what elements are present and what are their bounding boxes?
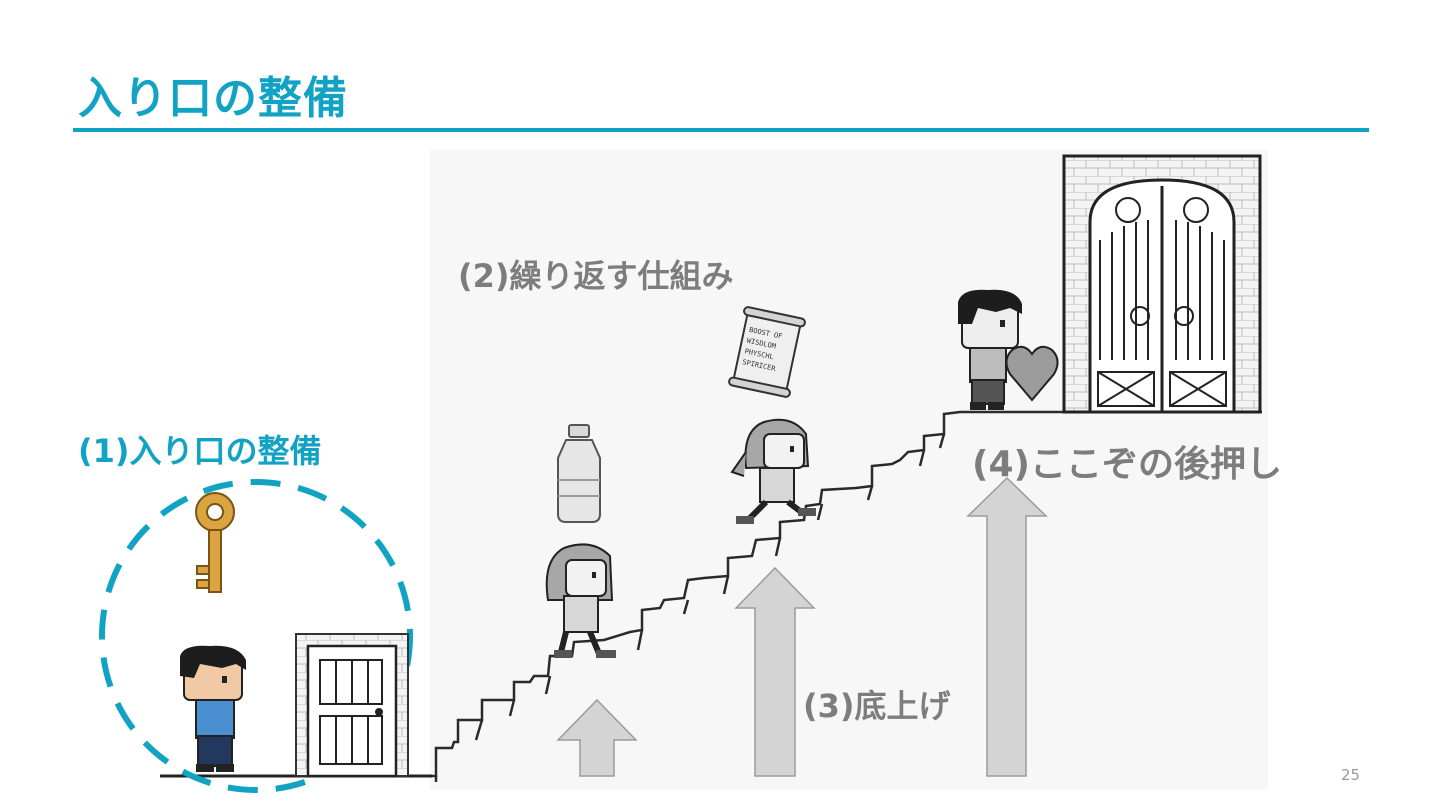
girl-icon [730,418,816,525]
title-rule [73,128,1369,132]
gate-icon [1062,154,1262,414]
boy-icon [958,289,1022,410]
entrance-highlight-circle [99,479,413,793]
up-arrow-icon [966,476,1048,777]
staircase [432,410,1262,782]
page-number: 25 [1341,766,1361,784]
up-arrow-icon [734,566,816,777]
boy-icon [180,645,246,772]
scroll-icon: BOOST OF WISDLOM PHYSCHL SPIRICER [728,306,806,398]
label-entrance: (1)入り口の整備 [78,432,322,470]
up-arrow-icon [556,698,638,777]
label-final-push: (4)ここぞの後押し [972,444,1282,485]
girl-icon [545,543,616,658]
slide-title: 入り口の整備 [78,73,348,124]
heart-icon [1005,345,1059,402]
door-icon [295,633,409,778]
key-icon [195,492,235,593]
label-raise-baseline: (3)底上げ [803,687,951,725]
bottle-icon [557,424,601,523]
label-repeat-mechanism: (2)繰り返す仕組み [458,257,734,295]
